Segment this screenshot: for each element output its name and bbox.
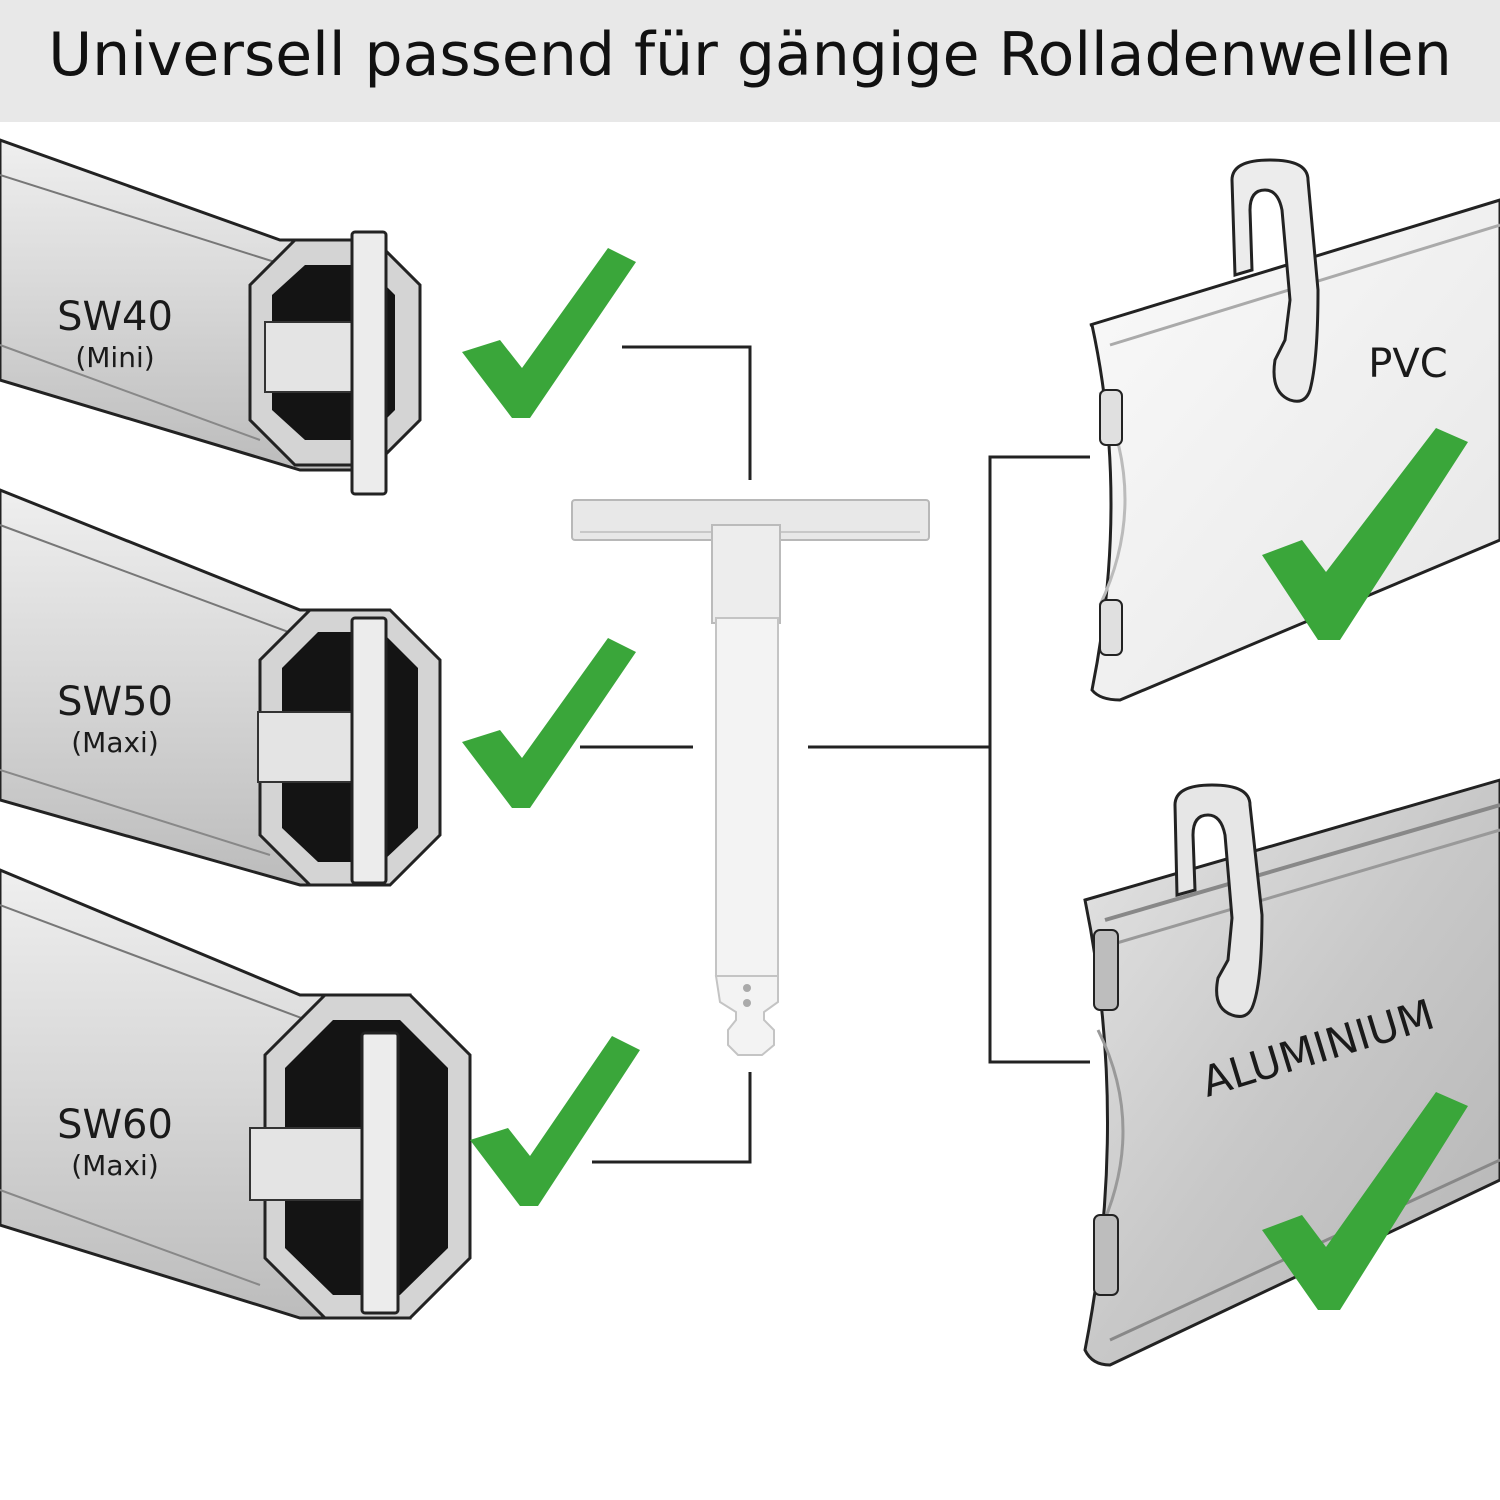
shaft-sw50-name: SW50 [57, 679, 173, 725]
connector-lines [580, 345, 1090, 1164]
slat-pvc: PVC [1089, 158, 1500, 702]
shaft-sw40: SW40 (Mini) [0, 138, 422, 496]
slat-pvc-label: PVC [1368, 341, 1447, 387]
shaft-sw40-name: SW40 [57, 294, 173, 340]
strap-connector-icon [571, 499, 930, 1056]
shaft-sw60-name: SW60 [57, 1102, 173, 1148]
shaft-sw60: SW60 (Maxi) [0, 868, 472, 1320]
shaft-sw40-subtitle: (Mini) [75, 341, 154, 374]
check-icon [1262, 428, 1468, 640]
shaft-sw60-subtitle: (Maxi) [71, 1149, 159, 1182]
check-icon [462, 248, 636, 418]
hanger-clip-icon [1173, 783, 1264, 1018]
hanger-clip-icon [1230, 158, 1320, 403]
check-icon [1262, 1092, 1468, 1310]
shaft-sw50-subtitle: (Maxi) [71, 726, 159, 759]
slat-aluminium: ALUMINIUM [1083, 778, 1500, 1367]
header-banner: Universell passend für gängige Rolladenw… [0, 0, 1500, 122]
page-title: Universell passend für gängige Rolladenw… [48, 20, 1452, 90]
check-icon [470, 1036, 640, 1206]
check-icon [462, 638, 636, 808]
shaft-sw50: SW50 (Maxi) [0, 488, 442, 887]
